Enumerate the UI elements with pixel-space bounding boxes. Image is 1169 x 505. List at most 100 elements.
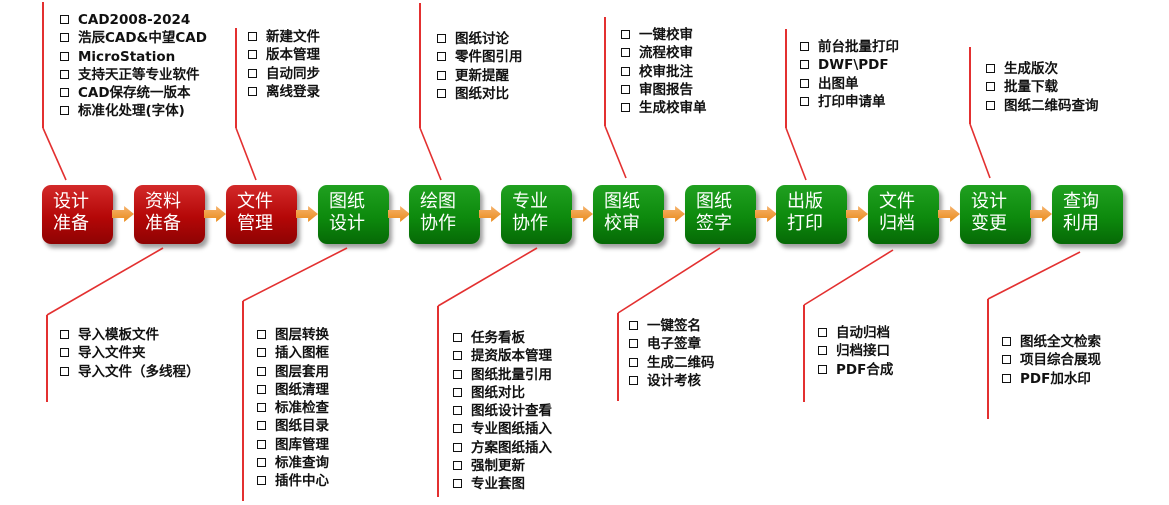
feature-label: PDF加水印 [1020, 370, 1091, 387]
feature-item: PDF合成 [818, 361, 893, 379]
feature-label: 归档接口 [836, 343, 890, 360]
callout-connector-line [419, 127, 442, 181]
callout-line [987, 299, 989, 419]
callout-line [617, 313, 619, 401]
feature-label: 生成二维码 [647, 354, 715, 371]
feature-item: 图纸清理 [257, 381, 329, 399]
feature-item: 专业套图 [453, 475, 552, 493]
step-label-line1: 图纸 [604, 191, 640, 212]
checkbox-square-icon [629, 375, 638, 385]
step-label-line1: 文件 [237, 191, 273, 212]
step-box: 图纸设计 [318, 185, 389, 244]
feature-item: 生成二维码 [629, 354, 715, 372]
step-label-line2: 签字 [696, 213, 732, 234]
feature-label: CAD2008-2024 [78, 12, 191, 28]
feature-label: 零件图引用 [455, 49, 523, 66]
feature-item: PDF加水印 [1002, 370, 1101, 388]
feature-label: 浩辰CAD&中望CAD [78, 30, 207, 47]
callout-connector [785, 127, 807, 181]
checkbox-square-icon [1002, 373, 1011, 383]
checkbox-square-icon [453, 406, 462, 416]
feature-label: 图库管理 [275, 436, 329, 453]
feature-item: 图纸目录 [257, 417, 329, 435]
feature-item: 插入图框 [257, 344, 329, 362]
feature-item: 图层转换 [257, 326, 329, 344]
checkbox-square-icon [453, 442, 462, 452]
callout-line [437, 306, 439, 497]
feature-label: PDF合成 [836, 361, 894, 378]
callout-connector-line [242, 247, 348, 302]
feature-label: 标准化处理(字体) [78, 103, 185, 120]
feature-label: 打印申请单 [818, 93, 886, 110]
checkbox-square-icon [60, 348, 69, 358]
feature-label: 新建文件 [266, 29, 320, 45]
checkbox-square-icon [60, 33, 69, 43]
bottom-feature-list: 导入模板文件导入文件夹导入文件（多线程） [60, 326, 200, 381]
step-box: 资料准备 [134, 185, 205, 244]
flow-arrow-icon [1030, 206, 1052, 222]
feature-label: 出图单 [818, 75, 859, 92]
feature-label: 方案图纸插入 [471, 439, 552, 456]
callout-connector [969, 123, 991, 179]
step-label-line2: 协作 [420, 213, 456, 234]
flow-arrow-icon [846, 206, 868, 222]
step-box: 设计变更 [960, 185, 1031, 244]
checkbox-square-icon [453, 369, 462, 379]
checkbox-square-icon [257, 458, 266, 468]
step-label-line2: 管理 [237, 213, 273, 234]
checkbox-square-icon [257, 348, 266, 358]
feature-label: 强制更新 [471, 458, 525, 475]
step-label-line1: 查询 [1063, 191, 1099, 212]
checkbox-square-icon [800, 78, 809, 88]
feature-item: 打印申请单 [800, 93, 899, 111]
feature-item: 导入文件（多线程） [60, 363, 200, 381]
feature-label: 生成校审单 [639, 100, 707, 117]
top-feature-list: 新建文件版本管理自动同步离线登录 [248, 28, 320, 101]
feature-item: 新建文件 [248, 28, 320, 46]
callout-connector [235, 127, 257, 181]
step-label-line2: 归档 [879, 213, 915, 234]
checkbox-square-icon [60, 51, 69, 61]
flow-arrow-icon [663, 206, 685, 222]
feature-item: 版本管理 [248, 46, 320, 64]
flow-arrow-icon [571, 206, 593, 222]
callout-connector-line [437, 247, 538, 307]
feature-item: 生成校审单 [621, 99, 707, 117]
feature-item: 更新提醒 [437, 67, 523, 85]
checkbox-square-icon [437, 70, 446, 80]
feature-item: 任务看板 [453, 329, 552, 347]
feature-item: 流程校审 [621, 44, 707, 62]
checkbox-square-icon [437, 34, 446, 43]
checkbox-square-icon [257, 330, 266, 339]
feature-label: 设计考核 [647, 372, 701, 389]
checkbox-square-icon [257, 384, 266, 394]
step-label-line1: 资料 [145, 191, 181, 212]
callout-connector-line [785, 127, 807, 181]
checkbox-square-icon [986, 82, 995, 92]
step-box: 图纸校审 [593, 185, 664, 244]
feature-item: 图纸二维码查询 [986, 97, 1099, 115]
feature-label: 图纸二维码查询 [1004, 97, 1099, 114]
checkbox-square-icon [629, 321, 638, 330]
feature-label: 导入模板文件 [78, 327, 159, 343]
checkbox-square-icon [621, 48, 630, 58]
feature-label: 图纸讨论 [455, 31, 509, 47]
feature-label: DWF\PDF [818, 57, 889, 74]
feature-label: 图纸设计查看 [471, 403, 552, 420]
callout-connector-line [803, 249, 894, 306]
checkbox-square-icon [1002, 355, 1011, 365]
checkbox-square-icon [257, 421, 266, 431]
feature-label: 专业套图 [471, 476, 525, 493]
feature-label: 项目综合展现 [1020, 352, 1101, 369]
feature-label: 离线登录 [266, 83, 320, 100]
callout-connector-line [42, 127, 67, 181]
feature-item: MicroStation [60, 48, 207, 66]
callout-connector-line [604, 125, 627, 179]
feature-label: 任务看板 [471, 330, 525, 346]
checkbox-square-icon [60, 15, 69, 24]
callout-line [803, 305, 805, 402]
